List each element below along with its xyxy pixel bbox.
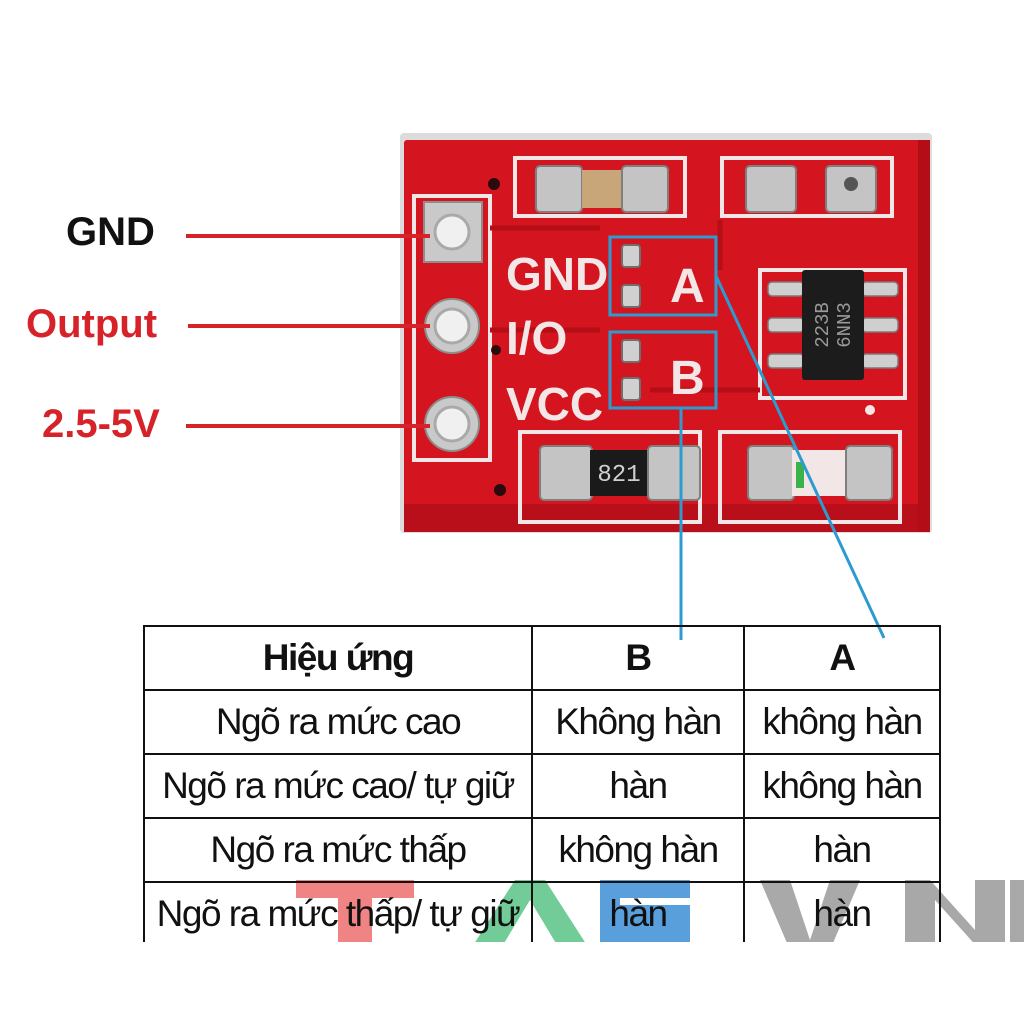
table-cell-effect: Ngõ ra mức cao/ tự giữ (143, 753, 533, 819)
table-row: Ngõ ra mức cao/ tự giữ hàn không hàn (143, 753, 941, 819)
pad-label-a: A (670, 260, 705, 313)
header-pin-output (424, 298, 480, 354)
pcb-board: GND I/O VCC A B (400, 133, 932, 533)
silk-label-io: I/O (506, 312, 567, 364)
pin-label-gnd: GND (66, 210, 155, 254)
table-cell-b: hàn (531, 753, 745, 819)
table-cell-effect: Ngõ ra mức thấp/ tự giữ (143, 881, 533, 947)
silk-label-vcc: VCC (506, 378, 603, 430)
column-header-a: A (743, 625, 941, 691)
jumper-pads (621, 244, 641, 401)
resistor-code: 821 (597, 462, 640, 489)
led (747, 445, 893, 501)
table-cell-effect: Ngõ ra mức thấp (143, 817, 533, 883)
image-bottom-margin (0, 942, 1024, 1024)
table-cell-a: hàn (743, 881, 941, 947)
pin-leader-lines (186, 234, 430, 428)
table-cell-effect: Ngõ ra mức cao (143, 689, 533, 755)
table-row: Ngõ ra mức cao Không hàn không hàn (143, 689, 941, 755)
ic-chip (767, 270, 899, 380)
jumper-effect-table: Hiệu ứng B A Ngõ ra mức cao Không hàn kh… (143, 625, 941, 947)
table-cell-b: hàn (531, 881, 745, 947)
table-row: Ngõ ra mức thấp/ tự giữ hàn hàn (143, 881, 941, 947)
pin-label-supply-voltage: 2.5-5V (42, 402, 160, 446)
column-header-effect: Hiệu ứng (143, 625, 533, 691)
header-pin-gnd (423, 201, 483, 263)
table-cell-a: hàn (743, 817, 941, 883)
pad-top-right (745, 165, 877, 213)
silk-label-gnd: GND (506, 248, 608, 300)
table-cell-a: không hàn (743, 689, 941, 755)
callout-lines (608, 235, 886, 640)
table-cell-b: Không hàn (531, 689, 745, 755)
column-header-b: B (531, 625, 745, 691)
pad-label-b: B (670, 352, 705, 405)
table-cell-b: không hàn (531, 817, 745, 883)
table-cell-a: không hàn (743, 753, 941, 819)
table-row: Ngõ ra mức thấp không hàn hàn (143, 817, 941, 883)
pin-label-output: Output (26, 302, 158, 346)
header-pin-vcc (424, 396, 480, 452)
resistor (539, 445, 701, 501)
table-header-row: Hiệu ứng B A (143, 625, 941, 691)
chip-marking-line-1: 223B (812, 302, 834, 348)
capacitor-top (535, 165, 669, 213)
chip-marking-line-2: 6NN3 (834, 302, 856, 348)
